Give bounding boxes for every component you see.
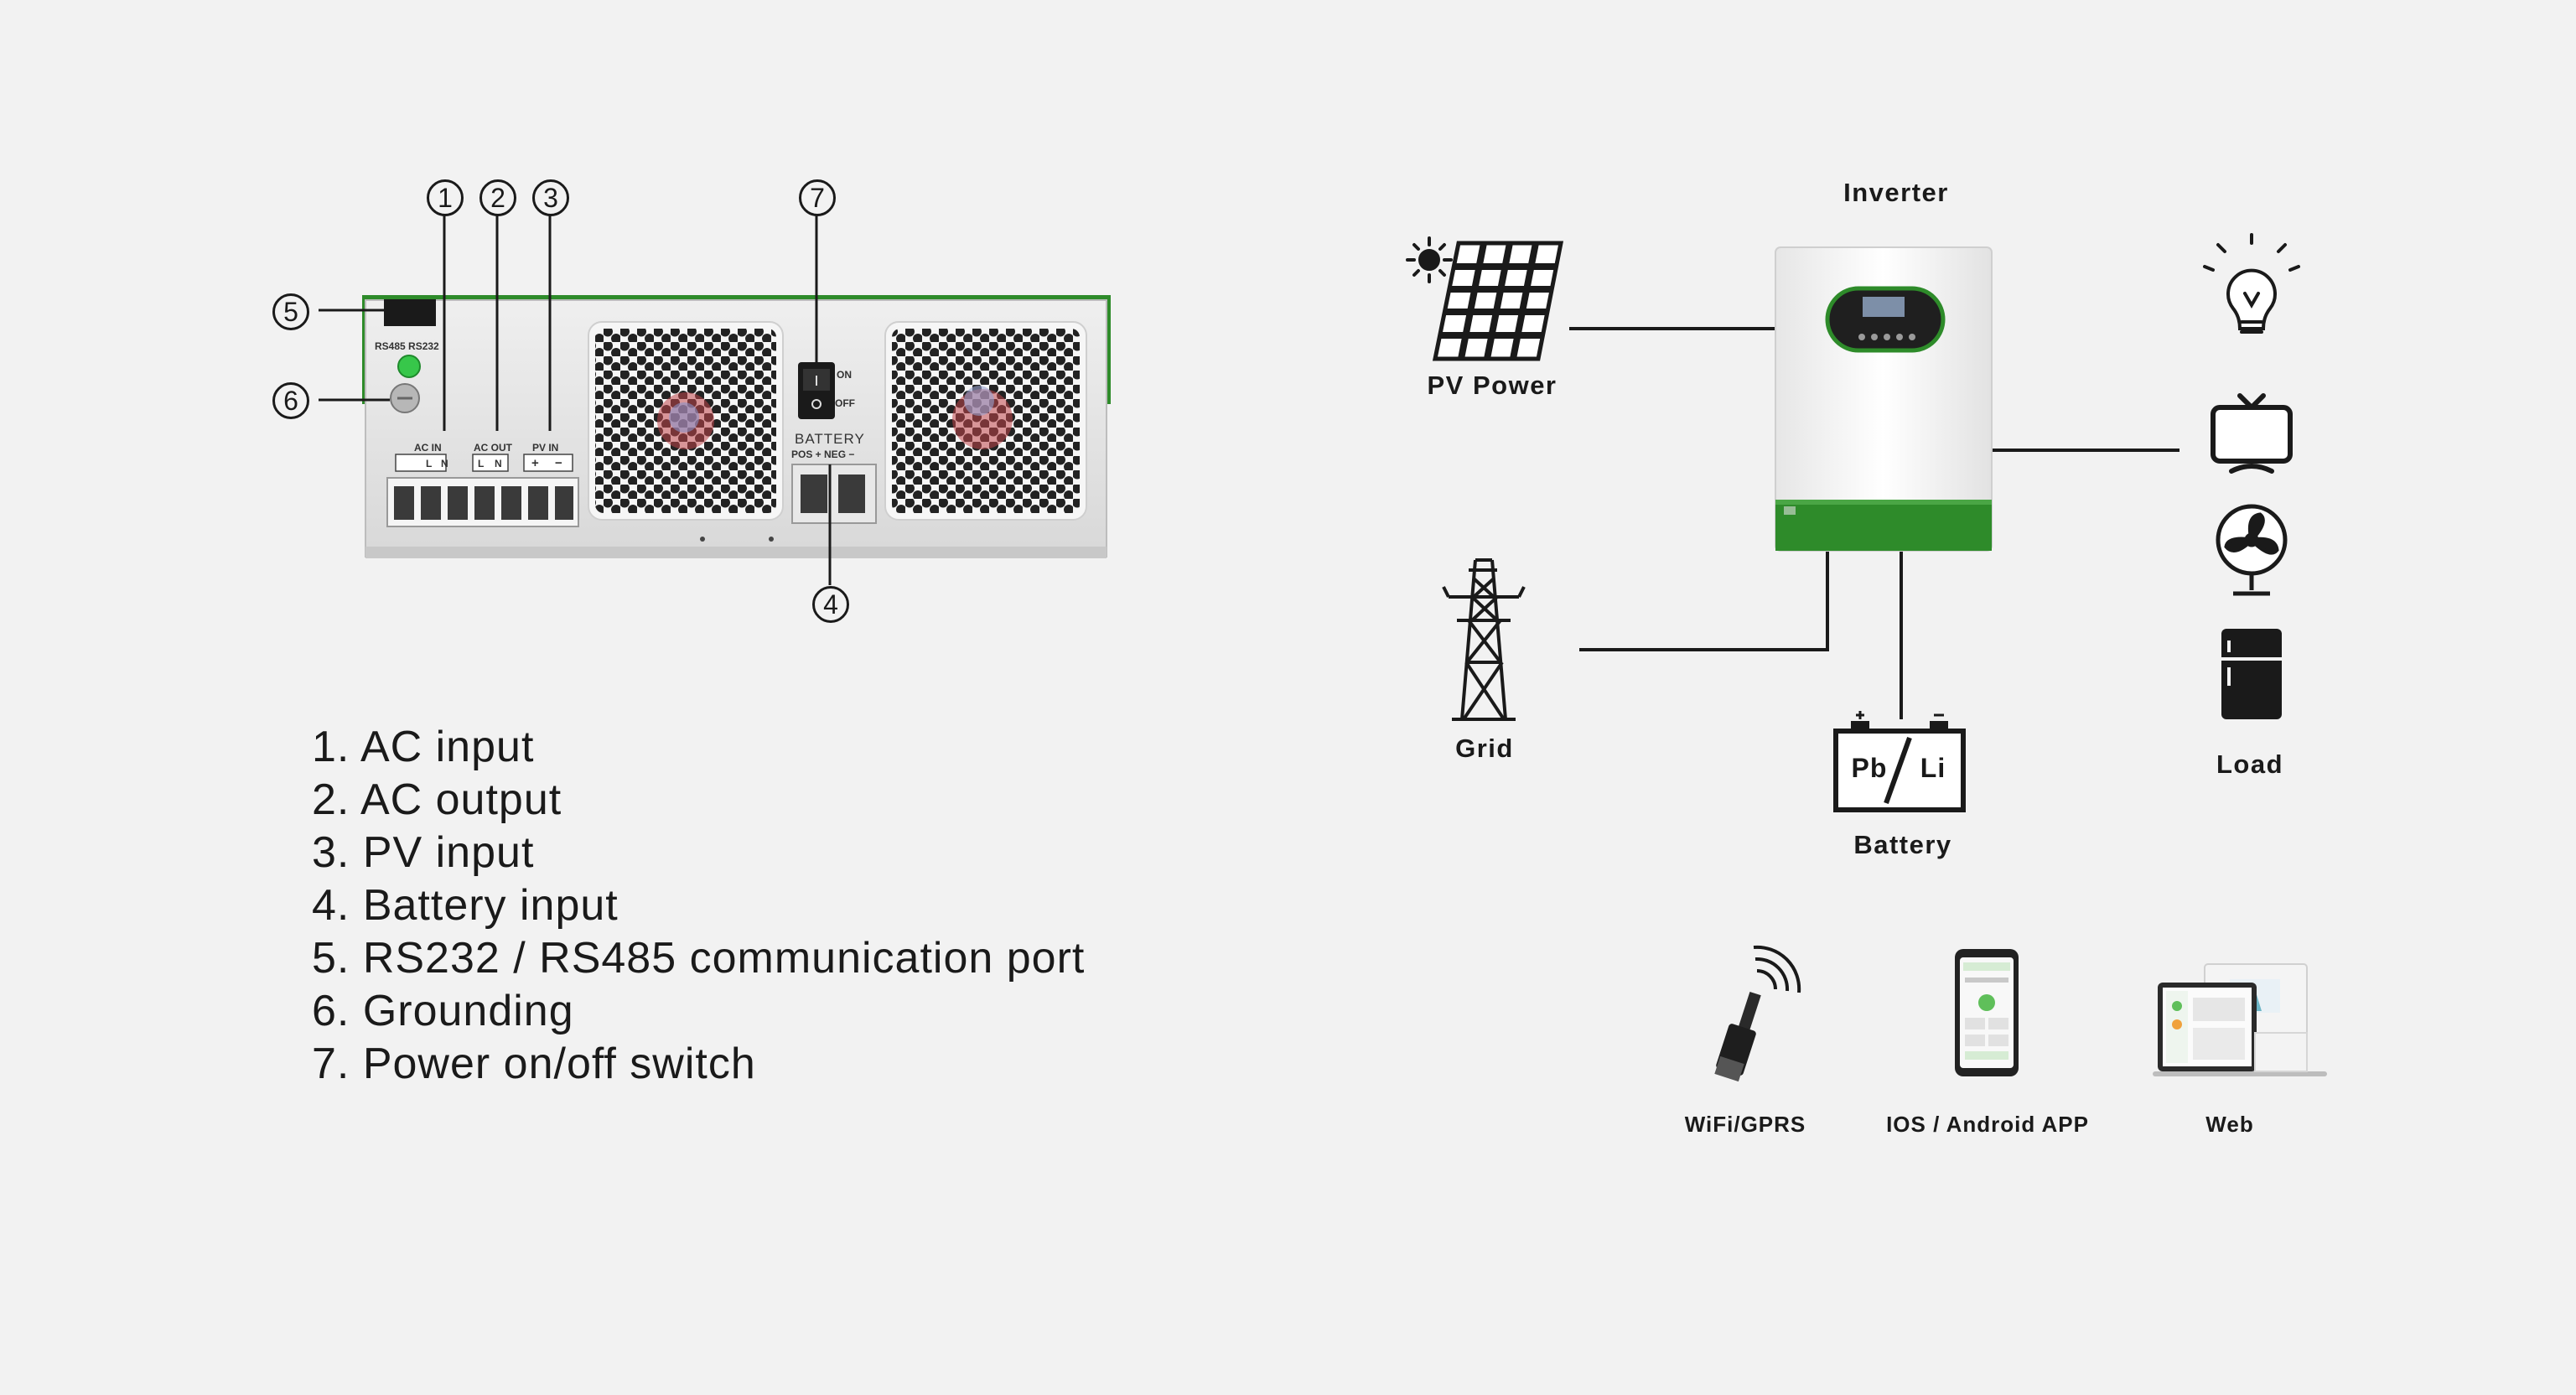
terminal-l2: L [478,458,485,469]
ac-out-label: AC OUT [474,442,512,454]
legend-item: 2. AC output [312,775,562,824]
callout-leaders [319,215,832,585]
callout-5: 5 [272,293,309,330]
legend-item: 4. Battery input [312,881,619,930]
battery-li-text: Li [1920,753,1946,783]
battery-icon [1833,711,1966,812]
ac-in-label: AC IN [414,442,442,454]
switch-off-label: OFF [835,397,855,409]
load-label: Load [2216,749,2284,779]
terminal-n2: N [495,458,502,469]
connection-lines [1569,327,2179,719]
rs-port [384,299,436,326]
inverter-label: Inverter [1843,178,1949,207]
web-label: Web [2205,1112,2254,1137]
status-led-icon [397,355,421,378]
legend-item: 3. PV input [312,828,535,877]
pv-power-label: PV Power [1427,371,1558,400]
app-label: IOS / Android APP [1886,1112,2089,1137]
solar-panel-icon [1406,236,1564,361]
terminal-minus: − [555,456,562,470]
phone-app-icon [1955,949,2019,1076]
light-bulb-icon [2203,233,2300,334]
inverter-unit [1775,246,1993,552]
battery-port-label: BATTERY [795,431,865,447]
legend-item: 6. Grounding [312,987,574,1035]
web-dashboard-icon [2153,963,2327,1076]
terminal-plus: + [531,456,539,470]
terminal-n1: N [441,458,448,469]
terminal-l1: L [426,458,433,469]
callout-4: 4 [812,586,849,623]
callout-6: 6 [272,382,309,419]
inverter-bottom-panel [362,295,1111,558]
callout-1: 1 [427,179,464,216]
pv-in-label: PV IN [532,442,559,454]
transmission-tower-icon [1442,558,1526,721]
fan-icon [2216,504,2288,596]
legend-item: 7. Power on/off switch [312,1040,756,1088]
battery-pb-text: Pb [1851,753,1888,783]
callout-3: 3 [532,179,569,216]
wifi-gprs-label: WiFi/GPRS [1684,1112,1806,1137]
port-legend: 1. AC input 2. AC output 3. PV input 4. … [312,721,1085,1091]
legend-item: 1. AC input [312,723,535,771]
switch-on-label: ON [837,369,852,381]
grid-label: Grid [1455,734,1514,763]
battery-polarity-label: POS + NEG − [791,449,855,460]
television-icon [2211,393,2293,474]
rs-port-label: RS485 RS232 [375,340,439,352]
legend-item: 5. RS232 / RS485 communication port [312,934,1086,983]
battery-label: Battery [1853,830,1952,859]
refrigerator-icon [2221,629,2282,719]
wifi-dongle-icon [1714,945,1801,1082]
callout-7: 7 [799,179,836,216]
callout-2: 2 [479,179,516,216]
